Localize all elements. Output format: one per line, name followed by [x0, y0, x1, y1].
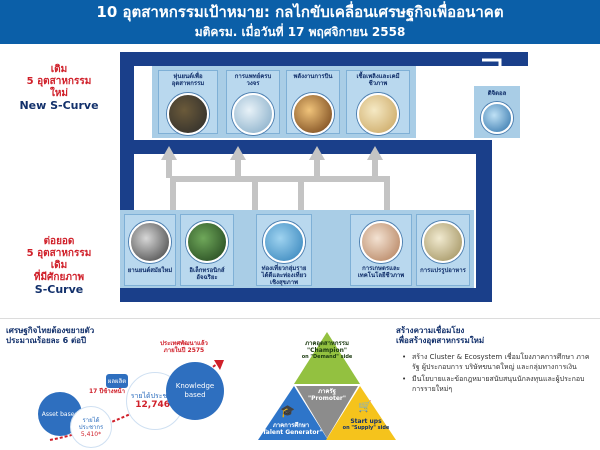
- page-subtitle: มติครม. เมื่อวันที่ 17 พฤศจิกายน 2558: [194, 25, 406, 39]
- industry-card-electronics: อิเล็กทรอนิกส์อัจฉริยะ: [180, 214, 234, 286]
- s-curve-frame-right: [476, 150, 492, 302]
- tourism-image: [263, 221, 305, 263]
- industry-card-agriculture: การเกษตรและเทคโนโลยีชีวภาพ: [350, 214, 412, 286]
- aviation-image: [292, 93, 334, 135]
- medical-image: [232, 93, 274, 135]
- connector-line: [314, 158, 320, 178]
- up-arrows: [161, 146, 383, 160]
- triangle-right-label: Start ups on "Supply" side: [342, 418, 390, 431]
- industry-card-food: การแปรรูปอาหาร: [416, 214, 470, 286]
- industry-card-robotics: หุ่นยนต์เพื่ออุตสาหกรรม: [158, 70, 218, 135]
- connector-line: [170, 176, 176, 212]
- digital-arrow: [482, 58, 507, 82]
- triangle-left-label: ภาคการศึกษา "Talent Generator": [259, 422, 323, 436]
- industry-card-digital: ดิจิตอล: [478, 90, 516, 136]
- industry-card-medical: การแพทย์ครบวงจร: [226, 70, 280, 135]
- linkage-bullets: สร้าง Cluster & Ecosystem เชื่อมโยงภาคกา…: [402, 352, 596, 396]
- connector-line: [170, 176, 390, 182]
- agriculture-image: [360, 221, 402, 263]
- connector-line: [166, 158, 172, 178]
- industry-card-automotive: ยานยนต์สมัยใหม่: [124, 214, 176, 286]
- header-banner: 10 อุตสาหกรรมเป้าหมาย: กลไกขับเคลื่อนเศร…: [0, 0, 600, 44]
- connector-line: [384, 176, 390, 212]
- food-image: [422, 221, 464, 263]
- industry-card-biofuel: เชื้อเพลิงและเคมีชีวภาพ: [346, 70, 410, 135]
- current-income-bubble: รายได้ประชากร 5,410*: [70, 406, 112, 448]
- connector-line: [372, 158, 378, 178]
- graduate-icon: 🎓: [280, 404, 295, 418]
- s-curve-frame-bottom: [120, 288, 492, 302]
- connector-line: [235, 158, 241, 178]
- linkage-title: สร้างความเชื่อมโยง เพื่อสร้างอุตสาหกรรมใ…: [396, 326, 485, 345]
- lower-group-label: ต่อยอด 5 อุตสาหกรรม เดิม ที่มีศักยภาพ S-…: [26, 236, 92, 296]
- robotics-image: [167, 93, 209, 135]
- automotive-image: [129, 221, 171, 263]
- triangle-top-label: ภาคอุตสาหกรรม "Champion" on "Demand" sid…: [301, 340, 353, 360]
- growth-curve: [49, 360, 224, 441]
- page-title: 10 อุตสาหกรรมเป้าหมาย: กลไกขับเคลื่อนเศร…: [96, 3, 504, 21]
- economy-target-label: ประเทศพัฒนาแล้ว ภายในปี 2575: [160, 340, 208, 354]
- s-curve-frame-top: [120, 52, 528, 66]
- digital-image: [481, 102, 513, 134]
- cart-icon: 🛒: [358, 400, 372, 413]
- triangle-center-label: ภาครัฐ "Promoter": [307, 388, 346, 402]
- industry-card-tourism: ท่องเที่ยวกลุ่มรายได้ดีและท่องเที่ยวเชิง…: [256, 214, 312, 286]
- years-label: 17 ปีข้างหน้า: [88, 388, 126, 395]
- connector-line: [252, 176, 258, 212]
- knowledge-based-bubble: Knowledge based: [166, 362, 224, 420]
- linkage-bullet: สร้าง Cluster & Ecosystem เชื่อมโยงภาคกา…: [402, 352, 596, 372]
- biofuel-image: [357, 93, 399, 135]
- linkage-bullet: มีนโยบายและข้อกฎหมายสนับสนุนนักลงทุนและผ…: [402, 374, 596, 394]
- upper-group-label: เติม 5 อุตสาหกรรม ใหม่ New S-Curve: [19, 64, 99, 112]
- triangle-diagram: [256, 330, 398, 442]
- s-curve-frame-middle: [134, 140, 492, 154]
- productivity-arrow-label: ผลผลิต: [106, 374, 128, 388]
- economy-title: เศรษฐกิจไทยต้องขยายตัว ประมาณร้อยละ 6 ต่…: [6, 326, 95, 345]
- section-divider: [0, 318, 600, 319]
- industry-card-aviation: พลังงานการบิน: [286, 70, 340, 135]
- electronics-image: [186, 221, 228, 263]
- connector-line: [298, 176, 304, 212]
